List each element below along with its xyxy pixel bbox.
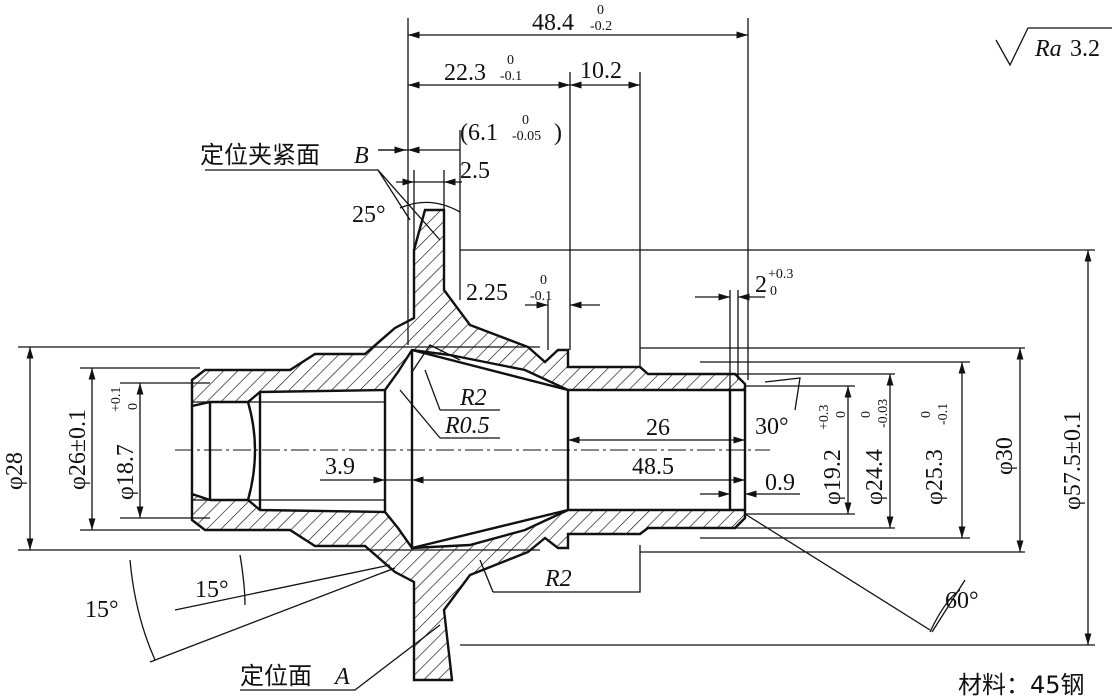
dim-angle-15-inner: 15° bbox=[195, 577, 229, 603]
dim-6-1: (6.1 bbox=[460, 120, 498, 146]
svg-text:0: 0 bbox=[919, 411, 934, 418]
bore-outline bbox=[190, 348, 747, 550]
dim-3-9: 3.9 bbox=[325, 454, 355, 480]
svg-text:-0.03: -0.03 bbox=[876, 399, 891, 428]
svg-text:0: 0 bbox=[522, 113, 529, 128]
svg-text:0: 0 bbox=[126, 403, 141, 410]
label-locate-face: 定位面 bbox=[240, 662, 312, 690]
svg-text:-0.1: -0.1 bbox=[530, 289, 552, 304]
svg-text:-0.1: -0.1 bbox=[500, 69, 522, 84]
roughness-label: Ra bbox=[1034, 36, 1062, 62]
dia-28: φ28 bbox=[2, 452, 28, 490]
dim-overall-length: 48.4 bbox=[532, 10, 574, 36]
annotations: Ra 3.2 48.4 0 -0.2 22.3 0 -0.1 10.2 (6.1… bbox=[2, 3, 1100, 699]
svg-text:+0.3: +0.3 bbox=[768, 267, 793, 282]
svg-text:0: 0 bbox=[507, 53, 514, 68]
dia-25-3: φ25.3 bbox=[922, 449, 948, 505]
dim-2-25: 2.25 bbox=[466, 280, 508, 306]
dia-30: φ30 bbox=[992, 437, 1018, 475]
svg-text:0: 0 bbox=[859, 411, 874, 418]
radius-r0-5: R0.5 bbox=[444, 413, 490, 439]
svg-text:0: 0 bbox=[540, 273, 547, 288]
svg-text:-0.05: -0.05 bbox=[512, 129, 541, 144]
svg-text:): ) bbox=[554, 120, 562, 146]
dim-2: 2 bbox=[755, 272, 767, 298]
svg-text:-0.1: -0.1 bbox=[936, 403, 951, 425]
dim-48-5: 48.5 bbox=[632, 454, 674, 480]
dim-2-5: 2.5 bbox=[460, 158, 490, 184]
dim-22-3: 22.3 bbox=[444, 60, 486, 86]
svg-text:+0.3: +0.3 bbox=[817, 405, 832, 430]
label-clamp-face: 定位夹紧面 bbox=[200, 141, 320, 169]
dim-angle-25: 25° bbox=[352, 202, 386, 228]
svg-text:-0.2: -0.2 bbox=[590, 19, 612, 34]
material-note: 材料：45钢 bbox=[958, 671, 1085, 699]
dim-angle-60: 60° bbox=[945, 588, 979, 614]
svg-text:0: 0 bbox=[770, 284, 777, 299]
dim-26: 26 bbox=[646, 415, 670, 441]
label-clamp-face-letter: B bbox=[354, 143, 369, 169]
dim-0-9: 0.9 bbox=[765, 470, 795, 496]
roughness-value: 3.2 bbox=[1070, 36, 1100, 62]
lower-wall-section bbox=[190, 492, 747, 682]
svg-text:0: 0 bbox=[597, 3, 604, 18]
dim-angle-15-outer: 15° bbox=[85, 597, 119, 623]
dia-26: φ26±0.1 bbox=[65, 409, 91, 490]
part-section bbox=[175, 208, 770, 682]
svg-text:0: 0 bbox=[834, 411, 849, 418]
dim-angle-30: 30° bbox=[755, 414, 789, 440]
radius-r2-bottom: R2 bbox=[544, 566, 572, 592]
radius-r2-top: R2 bbox=[459, 385, 487, 411]
dia-19-2: φ19.2 bbox=[820, 449, 846, 505]
dia-18-7: φ18.7 bbox=[113, 444, 139, 500]
dim-10-2: 10.2 bbox=[580, 58, 622, 84]
dia-57-5: φ57.5±0.1 bbox=[1060, 411, 1086, 510]
upper-wall-section bbox=[190, 208, 747, 408]
label-locate-face-letter: A bbox=[333, 664, 350, 690]
dimension-lines bbox=[18, 18, 1112, 691]
svg-text:+0.1: +0.1 bbox=[109, 387, 124, 412]
dia-24-4: φ24.4 bbox=[862, 449, 888, 505]
